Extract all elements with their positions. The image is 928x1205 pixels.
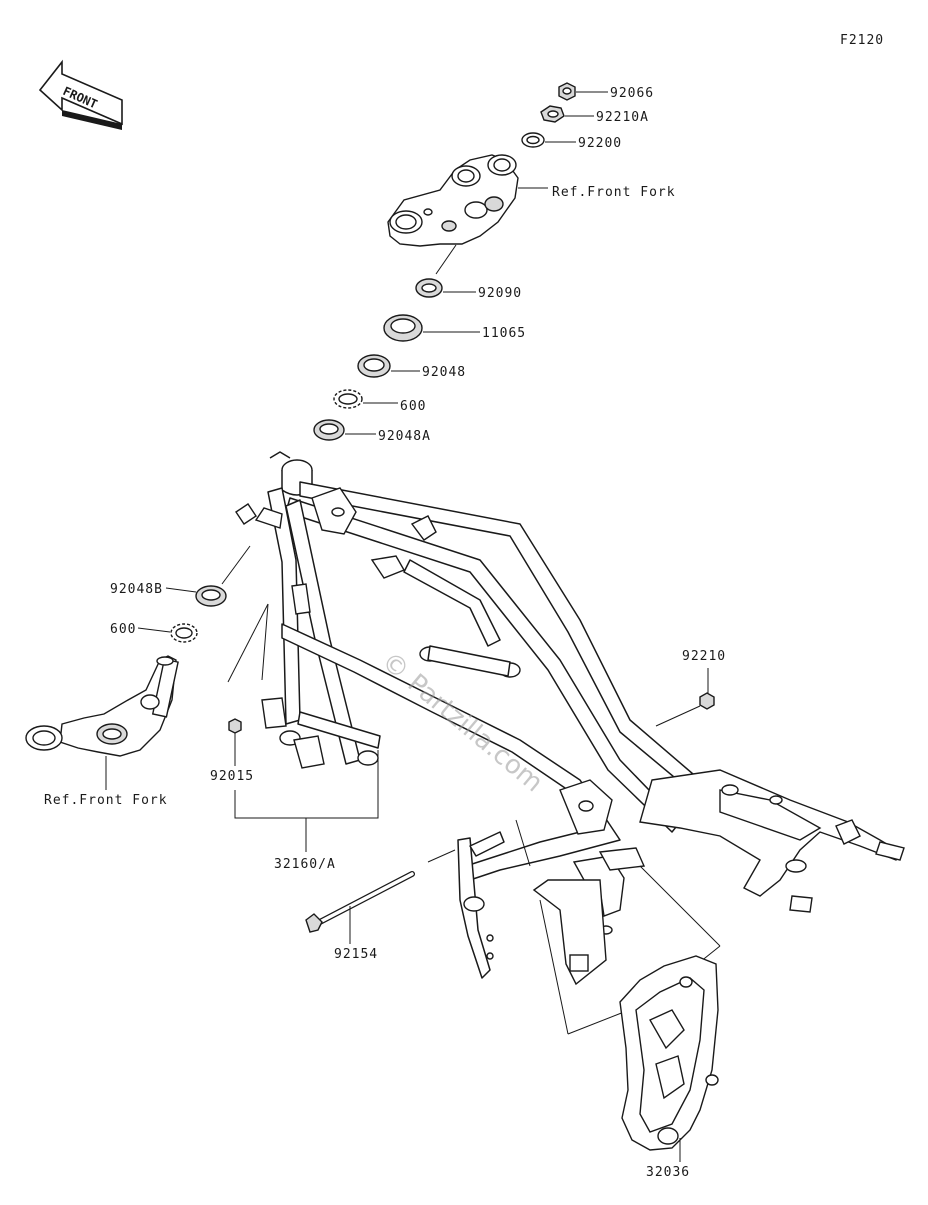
race-92048-part[interactable]	[357, 354, 391, 378]
callout-32036: 32036	[646, 1165, 690, 1180]
callout-600-top: 600	[400, 399, 426, 414]
callout-92015: 92015	[210, 769, 254, 784]
seal-11065-part[interactable]	[383, 314, 423, 342]
callout-ref-front-fork-bottom: Ref.Front Fork	[44, 793, 168, 808]
callout-92066: 92066	[610, 86, 654, 101]
watermark: © Partzilla.com	[376, 646, 549, 798]
nut-92066-part[interactable]	[558, 82, 576, 101]
ball-bearing-600-left-part[interactable]	[170, 623, 198, 643]
lower-triple-clamp-part[interactable]	[25, 655, 179, 757]
callout-92048: 92048	[422, 365, 466, 380]
nut-92210-part[interactable]	[699, 692, 715, 710]
callout-600-left: 600	[110, 622, 136, 637]
race-92048b-part[interactable]	[195, 585, 227, 607]
callout-92210: 92210	[682, 649, 726, 664]
upper-triple-clamp-part[interactable]	[387, 154, 519, 247]
side-plate-32036-part[interactable]	[619, 955, 719, 1151]
race-92048a-part[interactable]	[313, 419, 345, 441]
callout-11065: 11065	[482, 326, 526, 341]
callout-92210a: 92210A	[596, 110, 649, 125]
washer-92200-part[interactable]	[521, 132, 545, 148]
main-frame-part[interactable]	[235, 451, 905, 986]
front-arrow-icon: FRONT	[38, 59, 123, 130]
nut-92090-part[interactable]	[415, 278, 443, 298]
callout-92090: 92090	[478, 286, 522, 301]
ball-bearing-600-top-part[interactable]	[333, 389, 363, 409]
callout-92048b: 92048B	[110, 582, 163, 597]
bolt-92154-part[interactable]	[305, 871, 415, 933]
callout-ref-front-fork-top: Ref.Front Fork	[552, 185, 676, 200]
callout-32160a: 32160/A	[274, 857, 336, 872]
bolt-92015-part[interactable]	[228, 718, 242, 734]
callout-92048a: 92048A	[378, 429, 431, 444]
callout-92200: 92200	[578, 136, 622, 151]
nut-92210a-part[interactable]	[540, 105, 565, 123]
figure-code: F2120	[840, 33, 884, 48]
callout-92154: 92154	[334, 947, 378, 962]
